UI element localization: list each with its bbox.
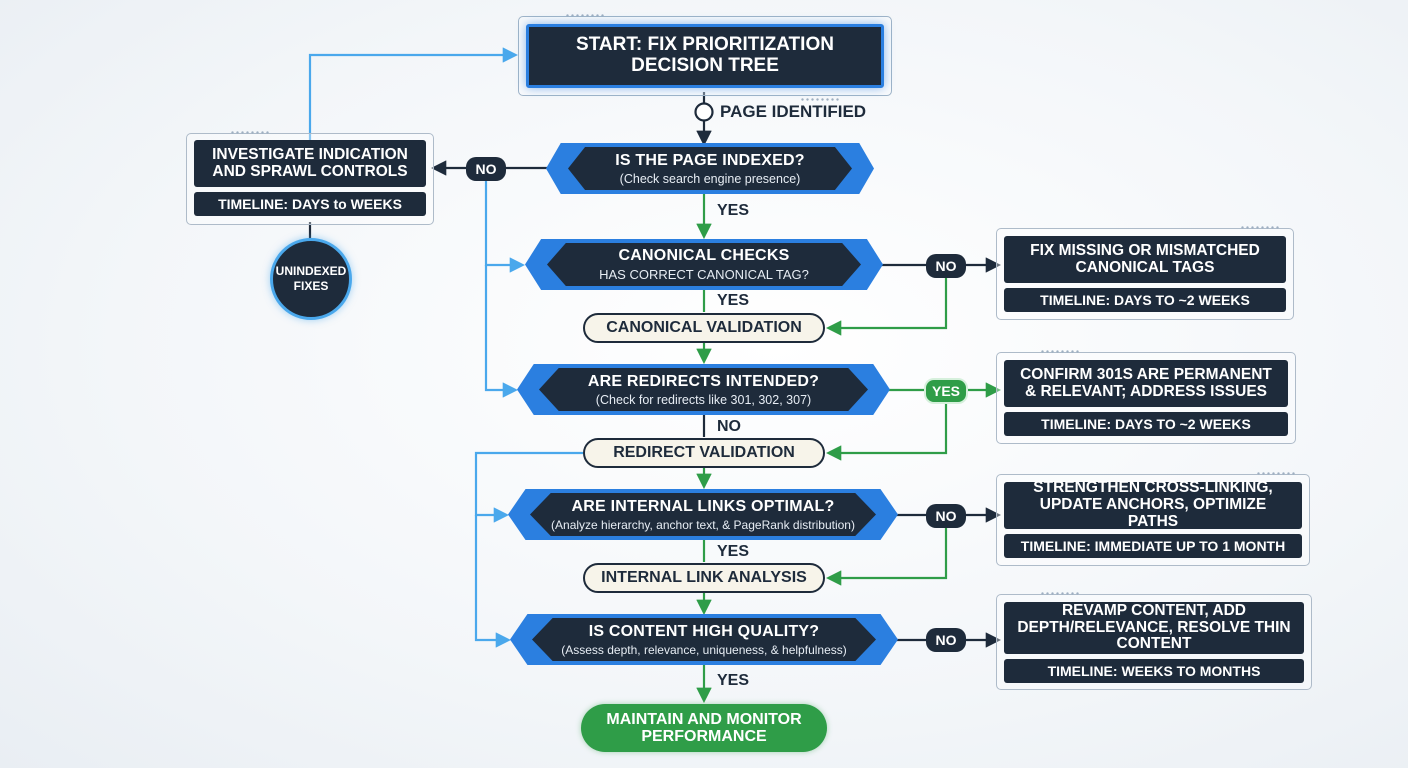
action-box-canonical[interactable]: FIX MISSING OR MISMATCHED CANONICAL TAGS <box>1004 236 1286 283</box>
action-timeline: TIMELINE: IMMEDIATE UP TO 1 MONTH <box>1004 534 1302 558</box>
yes-label: YES <box>717 292 750 309</box>
unindexed-fixes-label: UNINDEXED FIXES <box>275 264 347 293</box>
left-action-timeline: TIMELINE: DAYS to WEEKS <box>194 192 426 216</box>
internal-link-analysis-node[interactable]: INTERNAL LINK ANALYSIS <box>583 563 825 593</box>
decision-subtitle: (Check search engine presence) <box>619 171 801 186</box>
action-timeline: TIMELINE: WEEKS TO MONTHS <box>1004 659 1304 683</box>
canonical-validation-node[interactable]: CANONICAL VALIDATION <box>583 313 825 343</box>
decision-subtitle: HAS CORRECT CANONICAL TAG? <box>599 267 809 282</box>
end-node[interactable]: MAINTAIN AND MONITOR PERFORMANCE <box>581 704 827 752</box>
action-timeline: TIMELINE: DAYS TO ~2 WEEKS <box>1004 412 1288 436</box>
start-box[interactable]: START: FIX PRIORITIZATION DECISION TREE <box>526 24 884 88</box>
action-box-redirects[interactable]: CONFIRM 301s ARE PERMANENT & RELEVANT; A… <box>1004 360 1288 407</box>
end-title: MAINTAIN AND MONITOR PERFORMANCE <box>606 710 802 745</box>
yes-badge-redirects: YES <box>924 378 968 404</box>
decision-title: IS THE PAGE INDEXED? <box>615 151 805 169</box>
yes-label: YES <box>717 672 750 689</box>
decision-internal-links[interactable]: ARE INTERNAL LINKS OPTIMAL? (Analyze hie… <box>508 489 898 540</box>
decision-title: ARE INTERNAL LINKS OPTIMAL? <box>571 497 835 515</box>
no-badge-content: NO <box>926 628 966 652</box>
yes-label: YES <box>717 202 750 219</box>
no-badge-canonical: NO <box>926 254 966 278</box>
decision-title: IS CONTENT HIGH QUALITY? <box>588 622 820 640</box>
action-title: REVAMP CONTENT, ADD DEPTH/RELEVANCE, RES… <box>1017 601 1291 653</box>
redirect-validation-node[interactable]: REDIRECT VALIDATION <box>583 438 825 468</box>
no-badge-internal-links: NO <box>926 504 966 528</box>
left-action-box[interactable]: INVESTIGATE INDICATION AND SPRAWL CONTRO… <box>194 140 426 187</box>
no-badge-indexed: NO <box>466 157 506 181</box>
unindexed-fixes-circle[interactable]: UNINDEXED FIXES <box>270 238 352 320</box>
yes-label: YES <box>717 543 750 560</box>
decision-content-quality[interactable]: IS CONTENT HIGH QUALITY? (Assess depth, … <box>510 614 898 665</box>
decision-redirects[interactable]: ARE REDIRECTS INTENDED? (Check for redir… <box>517 364 890 415</box>
action-title: CONFIRM 301s ARE PERMANENT & RELEVANT; A… <box>1020 365 1272 400</box>
no-label: NO <box>717 418 741 435</box>
decision-subtitle: (Check for redirects like 301, 302, 307) <box>595 392 812 407</box>
action-title: FIX MISSING OR MISMATCHED CANONICAL TAGS <box>1030 241 1260 276</box>
action-box-internal-links[interactable]: STRENGTHEN CROSS-LINKING, UPDATE ANCHORS… <box>1004 479 1302 530</box>
action-box-content[interactable]: REVAMP CONTENT, ADD DEPTH/RELEVANCE, RES… <box>1004 602 1304 654</box>
page-identified-label: PAGE IDENTIFIED <box>720 102 867 121</box>
decision-indexed[interactable]: IS THE PAGE INDEXED? (Check search engin… <box>546 143 874 194</box>
decision-subtitle: (Analyze hierarchy, anchor text, & PageR… <box>551 517 855 532</box>
left-action-title: INVESTIGATE INDICATION AND SPRAWL CONTRO… <box>212 145 408 180</box>
decision-title: ARE REDIRECTS INTENDED? <box>587 372 820 390</box>
action-timeline: TIMELINE: DAYS TO ~2 WEEKS <box>1004 288 1286 312</box>
decision-subtitle: (Assess depth, relevance, uniqueness, & … <box>561 642 847 657</box>
action-title: STRENGTHEN CROSS-LINKING, UPDATE ANCHORS… <box>1033 479 1273 530</box>
decision-title: CANONICAL CHECKS <box>618 247 790 264</box>
decision-canonical[interactable]: CANONICAL CHECKS HAS CORRECT CANONICAL T… <box>525 239 883 290</box>
start-title: START: FIX PRIORITIZATION DECISION TREE <box>576 34 834 76</box>
